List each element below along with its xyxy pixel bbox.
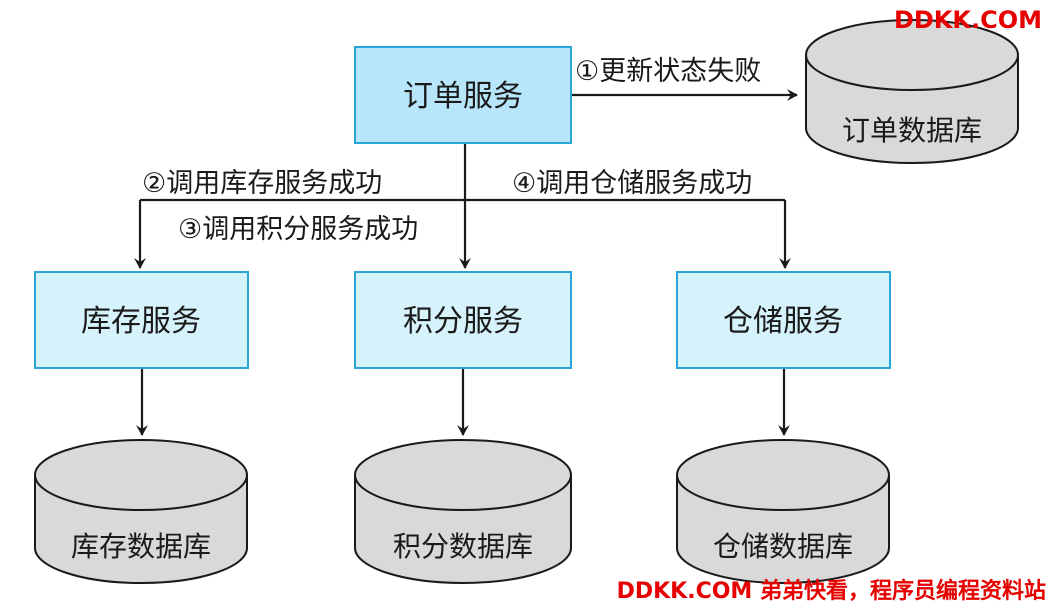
inventory-db-cylinder: 库存数据库: [34, 439, 248, 584]
inventory-db-label: 库存数据库: [71, 530, 211, 563]
connectors: [134, 89, 798, 436]
edge-label-step3: ③调用积分服务成功: [178, 214, 418, 245]
watermark-bottom: DDKK.COM 弟弟快看，程序员编程资料站: [617, 578, 1046, 604]
edge-label-step2: ②调用库存服务成功: [142, 168, 382, 199]
order-service-label: 订单服务: [403, 79, 523, 114]
edge-label-step4: ④调用仓储服务成功: [512, 168, 752, 199]
points-service-node: 积分服务: [354, 271, 572, 369]
inventory-service-label: 库存服务: [81, 304, 201, 339]
warehouse-db-cylinder: 仓储数据库: [676, 439, 890, 584]
order-service-node: 订单服务: [354, 46, 572, 144]
points-service-label: 积分服务: [403, 304, 523, 339]
watermark-top: DDKK.COM: [894, 6, 1042, 34]
warehouse-service-node: 仓储服务: [676, 271, 891, 369]
order-db-cylinder: 订单数据库: [805, 19, 1019, 164]
inventory-service-node: 库存服务: [34, 271, 249, 369]
points-db-label: 积分数据库: [393, 530, 533, 563]
warehouse-service-label: 仓储服务: [723, 304, 843, 339]
warehouse-db-label: 仓储数据库: [713, 530, 853, 563]
points-db-cylinder: 积分数据库: [354, 439, 572, 584]
edge-label-step1: ①更新状态失败: [575, 56, 761, 87]
order-db-label: 订单数据库: [842, 114, 982, 147]
